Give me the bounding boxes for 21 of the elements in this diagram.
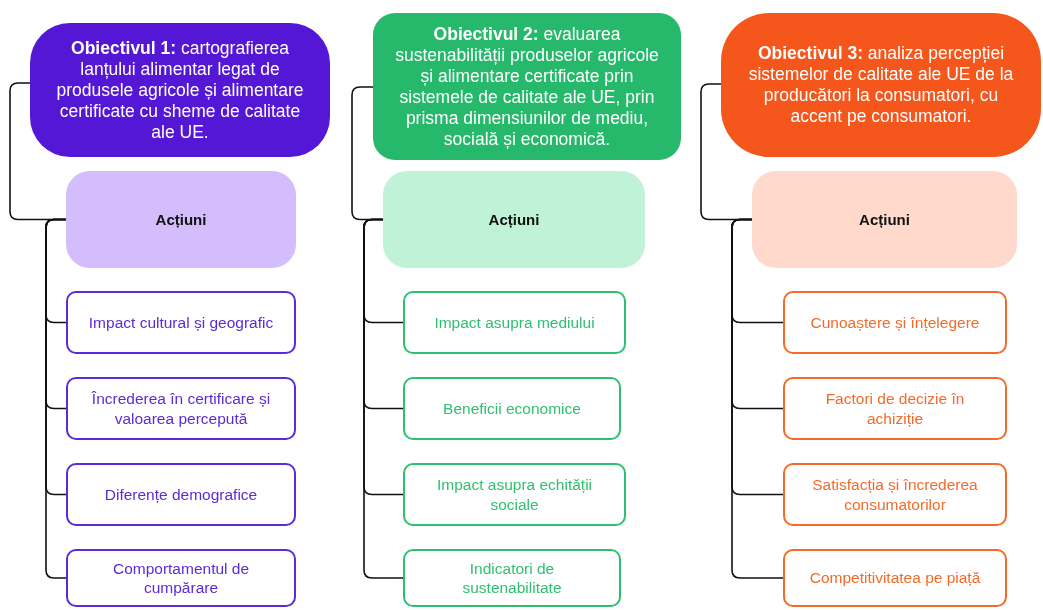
action-item-box: Beneficii economice xyxy=(403,377,621,440)
connector-line xyxy=(363,218,404,579)
connector-line xyxy=(45,218,67,579)
actions-box: Acțiuni xyxy=(383,171,645,268)
action-item-box: Satisfacția și încrederea consumatorilor xyxy=(783,463,1007,526)
connector-line xyxy=(731,218,784,579)
action-item-box: Factori de decizie în achiziție xyxy=(783,377,1007,440)
action-item-box: Diferențe demografice xyxy=(66,463,296,526)
action-item-box: Impact cultural și geografic xyxy=(66,291,296,354)
objective-box: Obiectivul 3: analiza percepției sistemelor de calitate ale UE de la producători la consumatori, cu accent pe consumatori. xyxy=(721,13,1041,157)
action-item-box: Indicatori de sustenabilitate xyxy=(403,549,621,607)
objective-box: Obiectivul 2: evaluarea sustenabilității produselor agricole și alimentare certificate prin sistemele de calitate ale UE, prin prisma dimensiunilor de mediu, socială și economică. xyxy=(373,13,681,160)
action-item-box: Competitivitatea pe piață xyxy=(783,549,1007,607)
actions-box: Acțiuni xyxy=(752,171,1017,268)
objective-box: Obiectivul 1: cartografierea lanțului alimentar legat de produsele agricole și alimentare certificate cu sheme de calitate ale UE. xyxy=(30,23,330,157)
actions-box: Acțiuni xyxy=(66,171,296,268)
action-item-box: Impact asupra mediului xyxy=(403,291,626,354)
action-item-box: Comportamentul de cumpărare xyxy=(66,549,296,607)
action-item-box: Încrederea în certificare și valoarea percepută xyxy=(66,377,296,440)
action-item-box: Cunoaștere și înțelegere xyxy=(783,291,1007,354)
action-item-box: Impact asupra echității sociale xyxy=(403,463,626,526)
